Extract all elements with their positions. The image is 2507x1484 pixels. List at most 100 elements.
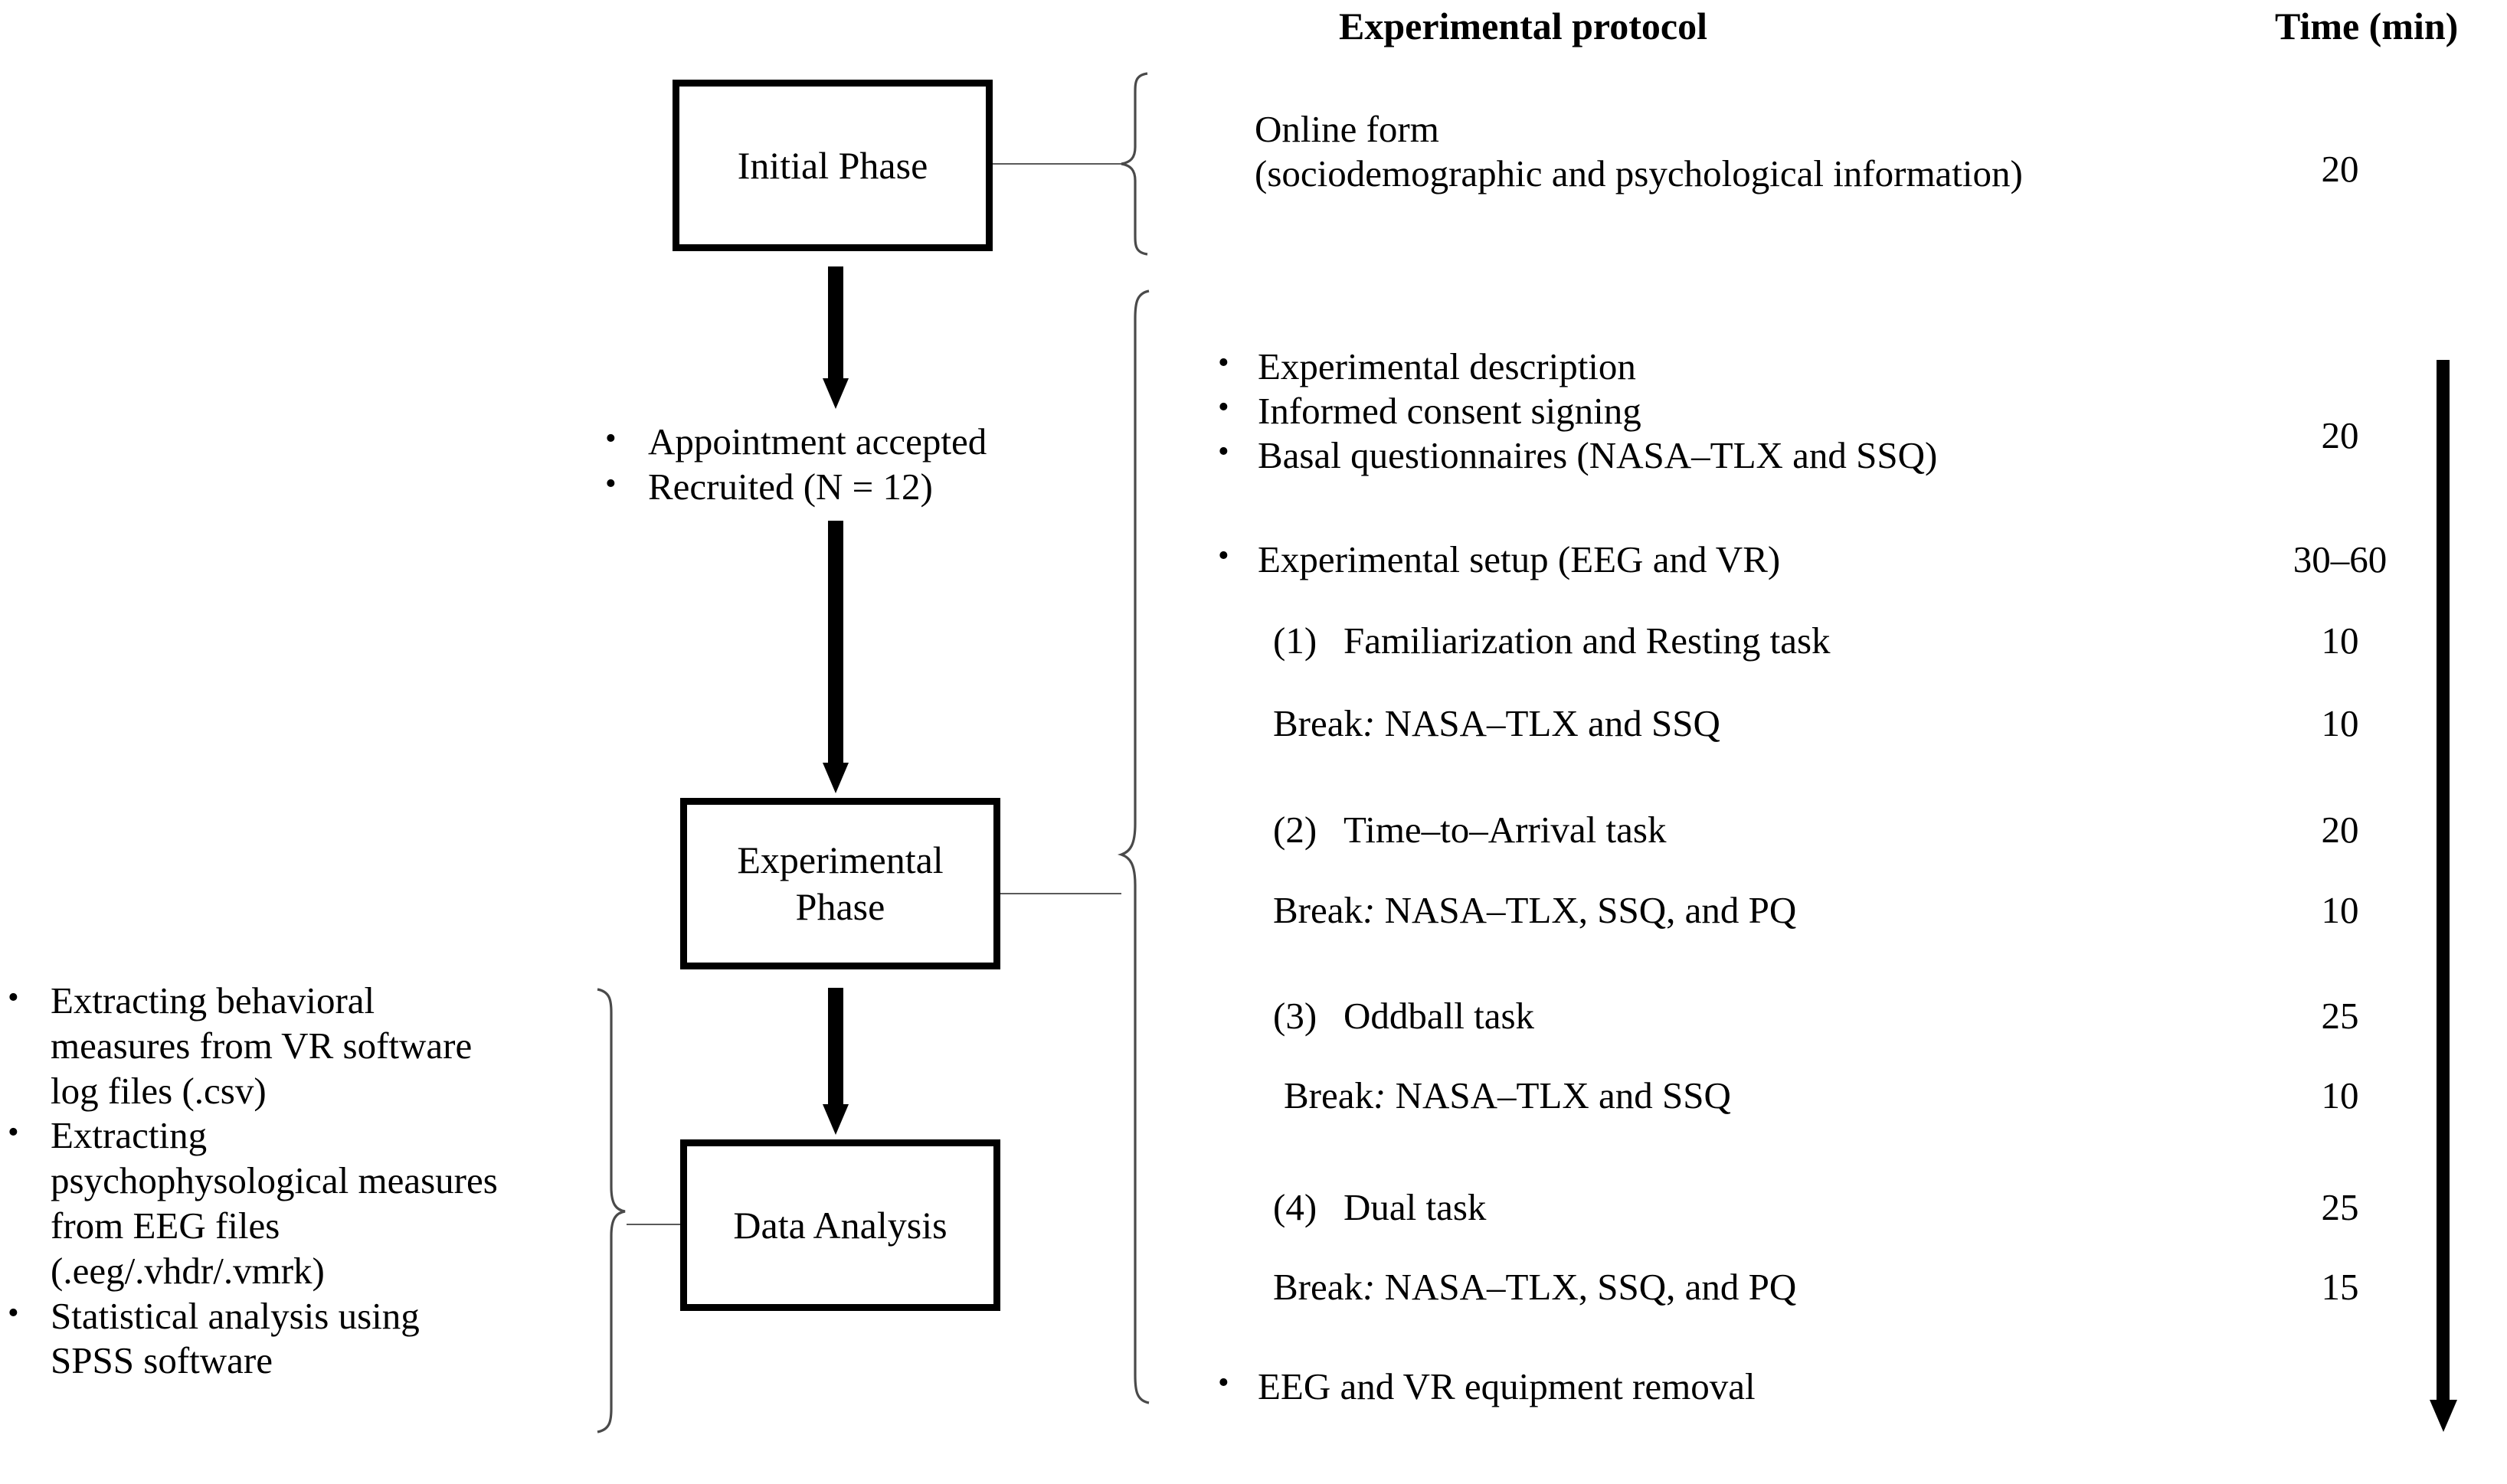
- protocol-preparation-list: • Experimental description • Informed co…: [1218, 345, 1937, 477]
- time-preparation: 20: [2321, 414, 2359, 456]
- flow-arrow-down-icon: [823, 521, 849, 793]
- protocol-break-1: Break: NASA–TLX and SSQ: [1273, 701, 1720, 746]
- flow-box-experimental-phase[interactable]: Experimental Phase: [680, 798, 1000, 969]
- time-online-form: 20: [2321, 148, 2359, 190]
- protocol-task-1: (1) Familiarization and Resting task: [1273, 619, 1831, 663]
- break-2-text: NASA–TLX, SSQ, and PQ: [1375, 889, 1797, 931]
- protocol-task-4: (4) Dual task: [1273, 1185, 1486, 1230]
- time-break-3: 10: [2321, 1074, 2359, 1116]
- analysis-bullet-2: Statistical analysis using SPSS software: [51, 1294, 420, 1384]
- timeline-arrow-shaft: [2437, 360, 2450, 1400]
- time-task-1: 10: [2321, 619, 2359, 662]
- time-setup: 30–60: [2293, 538, 2388, 580]
- break-1-label: Break: [1273, 702, 1363, 744]
- break-4-text: NASA–TLX, SSQ, and PQ: [1375, 1266, 1797, 1308]
- task-4-name: Dual task: [1344, 1186, 1487, 1228]
- curly-brace-data-analysis: [597, 988, 626, 1433]
- break-4-colon: :: [1363, 1266, 1376, 1308]
- curly-brace-initial-phase: [1121, 72, 1148, 256]
- list-item: • EEG and VR equipment removal: [1218, 1365, 1756, 1409]
- connector-line-experimental-phase: [1000, 893, 1121, 894]
- analysis-bullet-1-line-1: psychophysological measures: [51, 1159, 498, 1202]
- online-form-line-2: (sociodemographic and psychological info…: [1255, 152, 2023, 194]
- bullet-icon: •: [1218, 345, 1229, 381]
- protocol-break-3: Break: NASA–TLX and SSQ: [1284, 1074, 1731, 1118]
- task-3-name: Oddball task: [1344, 995, 1535, 1037]
- break-1-text: NASA–TLX and SSQ: [1375, 702, 1720, 744]
- setup-bullet-label: Experimental setup (EEG and VR): [1258, 538, 1781, 580]
- task-1-name: Familiarization and Resting task: [1344, 619, 1831, 662]
- flow-box-initial-phase[interactable]: Initial Phase: [673, 80, 993, 251]
- arrow-shaft: [828, 521, 843, 763]
- analysis-bullet-2-line-1: SPSS software: [51, 1339, 273, 1382]
- list-item: • Extracting psychophysological measures…: [8, 1113, 620, 1293]
- experimental-protocol-header: Experimental protocol: [1339, 5, 1707, 47]
- flow-box-data-analysis[interactable]: Data Analysis: [680, 1139, 1000, 1311]
- arrow-shaft: [828, 266, 843, 378]
- timeline-arrow-down-icon: [2430, 360, 2457, 1432]
- break-4-label: Break: [1273, 1266, 1363, 1308]
- task-4-number: (4): [1273, 1186, 1317, 1228]
- exp-line-1: Experimental: [737, 838, 944, 881]
- list-item: • Appointment accepted: [605, 420, 1095, 465]
- list-item: • Experimental description: [1218, 345, 1937, 389]
- arrow-head: [823, 1104, 849, 1135]
- bullet-icon: •: [8, 980, 19, 1015]
- protocol-removal-row: • EEG and VR equipment removal: [1218, 1365, 1756, 1409]
- list-item: • Extracting behavioral measures from VR…: [8, 979, 620, 1113]
- time-task-2: 20: [2321, 809, 2359, 851]
- list-item: • Statistical analysis using SPSS softwa…: [8, 1294, 620, 1384]
- flow-box-initial-phase-label: Initial Phase: [737, 143, 928, 187]
- break-1-colon: :: [1363, 702, 1376, 744]
- data-analysis-bullet-list: • Extracting behavioral measures from VR…: [8, 979, 620, 1384]
- time-break-2: 10: [2321, 889, 2359, 931]
- time-break-1: 10: [2321, 702, 2359, 744]
- bullet-icon: •: [1218, 433, 1229, 469]
- analysis-bullet-1: Extracting psychophysological measures f…: [51, 1113, 498, 1293]
- break-2-colon: :: [1363, 889, 1376, 931]
- bullet-icon: •: [605, 466, 617, 502]
- exp-line-2: Phase: [795, 885, 885, 928]
- time-column-header: Time (min): [2275, 5, 2459, 47]
- break-3-text: NASA–TLX and SSQ: [1386, 1074, 1731, 1116]
- break-3-colon: :: [1373, 1074, 1386, 1116]
- arrow-head: [823, 763, 849, 793]
- break-3-label: Break: [1284, 1074, 1373, 1116]
- analysis-bullet-0-line-0: Extracting behavioral: [51, 979, 375, 1021]
- bullet-icon: •: [1218, 538, 1229, 574]
- task-2-name: Time–to–Arrival task: [1344, 809, 1667, 851]
- bullet-icon: •: [1218, 1365, 1229, 1401]
- protocol-setup-row: • Experimental setup (EEG and VR): [1218, 538, 1780, 582]
- online-form-line-1: Online form: [1255, 108, 1439, 150]
- time-break-4: 15: [2321, 1266, 2359, 1308]
- task-1-number: (1): [1273, 619, 1317, 662]
- protocol-task-2: (2) Time–to–Arrival task: [1273, 808, 1666, 852]
- protocol-online-form: Online form (sociodemographic and psycho…: [1255, 107, 2023, 196]
- connector-line-initial-phase: [993, 163, 1121, 165]
- connector-line-data-analysis: [627, 1224, 680, 1225]
- preparation-bullet-1: Informed consent signing: [1258, 389, 1641, 432]
- curly-brace-experimental-phase: [1117, 289, 1150, 1404]
- bullet-icon: •: [1218, 389, 1229, 425]
- analysis-bullet-2-line-0: Statistical analysis using: [51, 1294, 420, 1337]
- protocol-break-4: Break: NASA–TLX, SSQ, and PQ: [1273, 1265, 1796, 1309]
- flow-box-experimental-phase-label: Experimental Phase: [737, 837, 943, 930]
- arrow-head: [823, 378, 849, 409]
- flow-box-data-analysis-label: Data Analysis: [733, 1203, 947, 1247]
- analysis-bullet-1-line-0: Extracting: [51, 1114, 208, 1157]
- arrow-shaft: [828, 988, 843, 1104]
- recruitment-bullet-0: Appointment accepted: [648, 420, 987, 463]
- analysis-bullet-0: Extracting behavioral measures from VR s…: [51, 979, 472, 1113]
- analysis-bullet-0-line-2: log files (.csv): [51, 1069, 267, 1112]
- task-2-number: (2): [1273, 809, 1317, 851]
- preparation-bullet-2: Basal questionnaires (NASA–TLX and SSQ): [1258, 433, 1938, 476]
- list-item: • Recruited (N = 12): [605, 465, 1095, 510]
- list-item: • Experimental setup (EEG and VR): [1218, 538, 1780, 582]
- protocol-task-3: (3) Oddball task: [1273, 994, 1534, 1038]
- flow-arrow-down-icon: [823, 988, 849, 1135]
- task-3-number: (3): [1273, 995, 1317, 1037]
- protocol-break-2: Break: NASA–TLX, SSQ, and PQ: [1273, 888, 1796, 933]
- removal-bullet-label: EEG and VR equipment removal: [1258, 1365, 1756, 1407]
- list-item: • Basal questionnaires (NASA–TLX and SSQ…: [1218, 433, 1937, 478]
